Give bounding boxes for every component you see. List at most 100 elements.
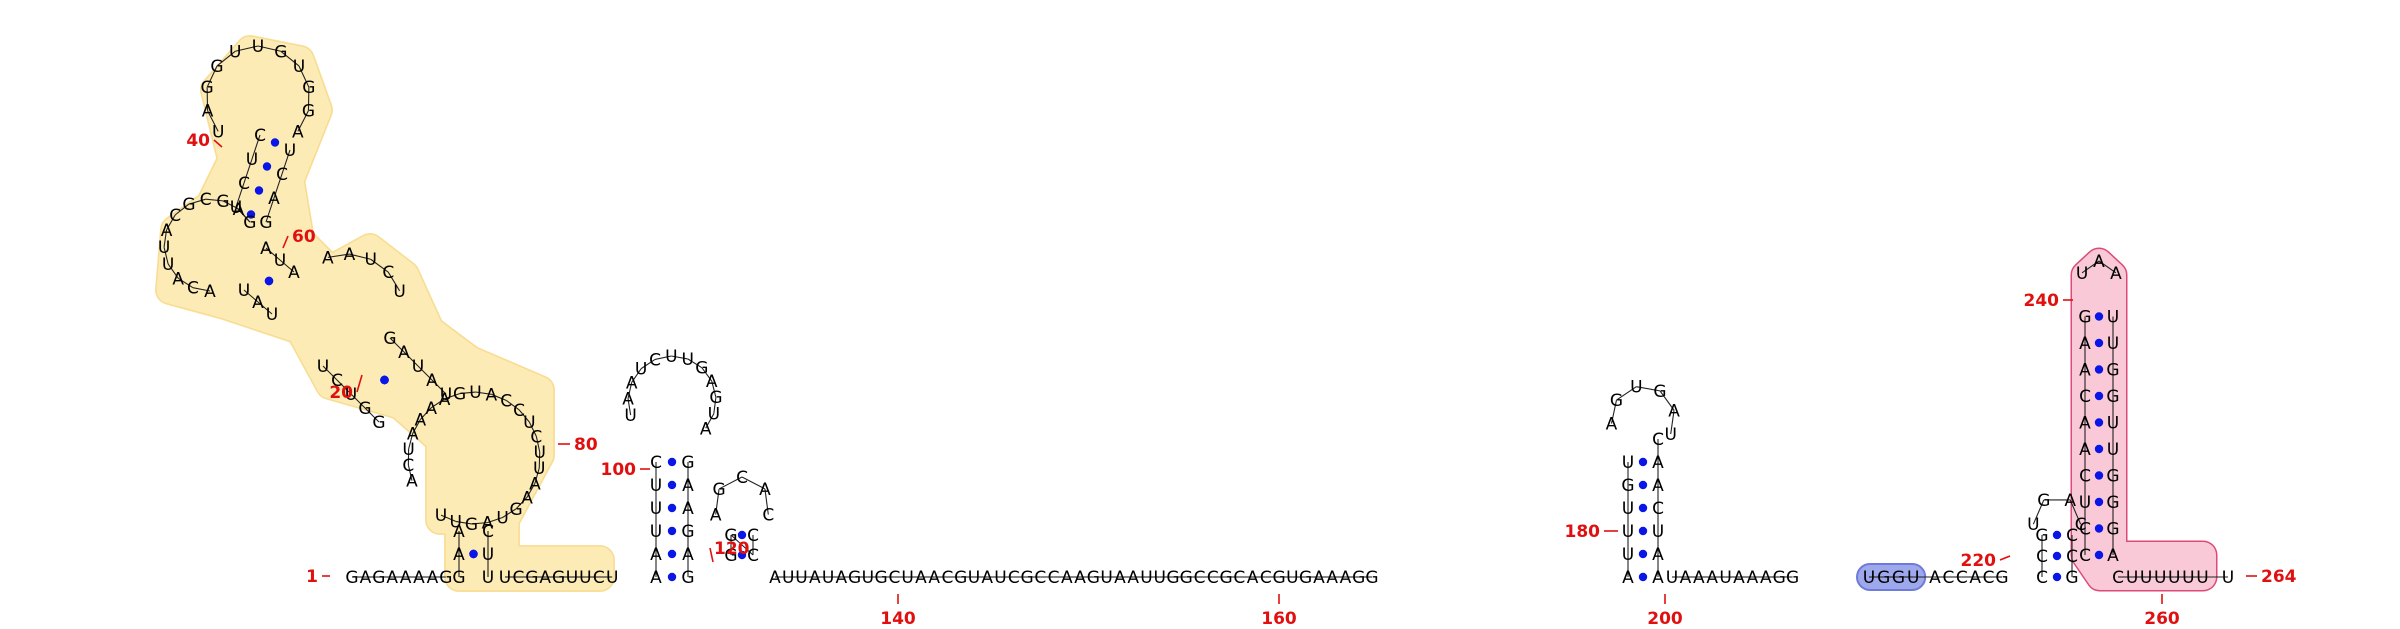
- nucleotide: C: [2079, 546, 2091, 566]
- nucleotide: A: [268, 189, 280, 209]
- nucleotide: C: [382, 263, 394, 283]
- backbone-segment: [243, 289, 259, 303]
- nucleotide: A: [682, 476, 694, 496]
- nucleotide: A: [622, 390, 634, 410]
- nucleotide: G: [345, 568, 358, 588]
- nucleotide: G: [302, 102, 315, 122]
- base-pair-dot: [2094, 497, 2104, 507]
- nucleotide: G: [243, 213, 256, 233]
- backbone-segment: [251, 134, 261, 160]
- nucleotide: G: [2035, 526, 2048, 546]
- base-pair-dot: [2094, 338, 2104, 348]
- nucleotide: C: [2066, 547, 2078, 567]
- nucleotide: A: [288, 263, 300, 283]
- nucleotide: A: [521, 488, 533, 508]
- nucleotide: C: [649, 350, 661, 370]
- backbone-segment: [671, 355, 688, 360]
- backbone-segment: [1670, 410, 1675, 435]
- backbone-segment: [459, 391, 476, 395]
- nucleotide: C: [888, 568, 900, 588]
- nucleotide: A: [710, 506, 722, 526]
- nucleotide: U: [238, 281, 250, 301]
- nucleotide: G: [1653, 382, 1666, 402]
- nucleotide: C: [1652, 499, 1664, 519]
- nucleotide: U: [2154, 568, 2166, 588]
- sequence-position-label: 120: [714, 539, 750, 559]
- nucleotide: U: [2222, 568, 2234, 588]
- nucleotide: G: [1786, 568, 1799, 588]
- nucleotide: C: [747, 546, 759, 566]
- sequence-position-label: 160: [1261, 609, 1297, 629]
- backbone-segment: [687, 358, 703, 369]
- backbone-segment: [705, 413, 715, 429]
- nucleotide: A: [482, 514, 494, 534]
- nucleotide: U: [1630, 378, 1642, 398]
- base-pair-dot: [254, 186, 264, 195]
- base-pair-dot: [2094, 312, 2104, 321]
- nucleotide: U: [566, 568, 578, 588]
- base-pair-dot: [2094, 444, 2104, 454]
- nucleotide: C: [512, 568, 524, 588]
- nucleotide: G: [2037, 491, 2050, 511]
- nucleotide: C: [1034, 568, 1046, 588]
- sequence-position-label: 140: [880, 609, 916, 629]
- backbone-segment: [265, 197, 275, 223]
- nucleotide: C: [2079, 467, 2091, 487]
- nucleotide: G: [954, 568, 967, 588]
- nucleotide: C: [650, 453, 662, 473]
- nucleotide: G: [724, 526, 737, 546]
- nucleotide: U: [534, 443, 546, 463]
- nucleotide: U: [266, 305, 278, 325]
- nucleotide: A: [413, 568, 425, 588]
- nucleotide: G: [452, 568, 465, 588]
- nucleotide: C: [747, 526, 759, 546]
- backbone-segment: [192, 287, 211, 292]
- nucleotide: A: [626, 373, 638, 393]
- nucleotide: A: [360, 568, 372, 588]
- nucleotide: C: [2036, 568, 2048, 588]
- nucleotide: A: [1668, 401, 1680, 421]
- nucleotide: G: [2065, 568, 2078, 588]
- sequence-position-label: 240: [2024, 291, 2060, 311]
- nucleotide: U: [246, 150, 258, 170]
- backbone-segment: [502, 508, 517, 518]
- nucleotide: A: [204, 282, 216, 302]
- backbone-segment: [349, 253, 371, 260]
- backbone-segment: [2069, 499, 2082, 525]
- nucleotide: U: [968, 568, 980, 588]
- nucleotide: A: [406, 472, 418, 492]
- nucleotide: U: [2126, 568, 2138, 588]
- nucleotide: A: [1652, 453, 1664, 473]
- sequence-position-label: 260: [2144, 609, 2180, 629]
- nucleotide: U: [1622, 499, 1634, 519]
- nucleotide: A: [1127, 568, 1139, 588]
- nucleotide: G: [372, 568, 385, 588]
- nucleotide: U: [2079, 493, 2091, 513]
- nucleotide: A: [2110, 264, 2122, 284]
- backbone-segment: [475, 391, 492, 395]
- nucleotide: U: [482, 568, 494, 588]
- nucleotide: A: [486, 385, 498, 405]
- nucleotide: U: [469, 383, 481, 403]
- nucleotide: G: [712, 480, 725, 500]
- nucleotide: G: [681, 453, 694, 473]
- nucleotide: U: [317, 357, 329, 377]
- backbone-segment: [206, 65, 218, 88]
- sequence-position-label: 264: [2261, 567, 2297, 587]
- nucleotide: U: [1863, 568, 1875, 588]
- nucleotide: U: [681, 350, 693, 370]
- nucleotide: A: [439, 390, 451, 410]
- nucleotide: U: [284, 141, 296, 161]
- nucleotide: U: [449, 512, 461, 532]
- sequence-position-label: 1: [306, 567, 318, 587]
- nucleotide: C: [1956, 568, 1968, 588]
- nucleotide: A: [252, 293, 264, 313]
- sequence-position-label: 80: [574, 435, 598, 455]
- nucleotide: A: [260, 239, 272, 259]
- backbone-segment: [711, 380, 717, 398]
- sequence-position-label: 60: [292, 227, 316, 247]
- base-pair-dot: [1638, 526, 1648, 536]
- nucleotide: U: [606, 568, 618, 588]
